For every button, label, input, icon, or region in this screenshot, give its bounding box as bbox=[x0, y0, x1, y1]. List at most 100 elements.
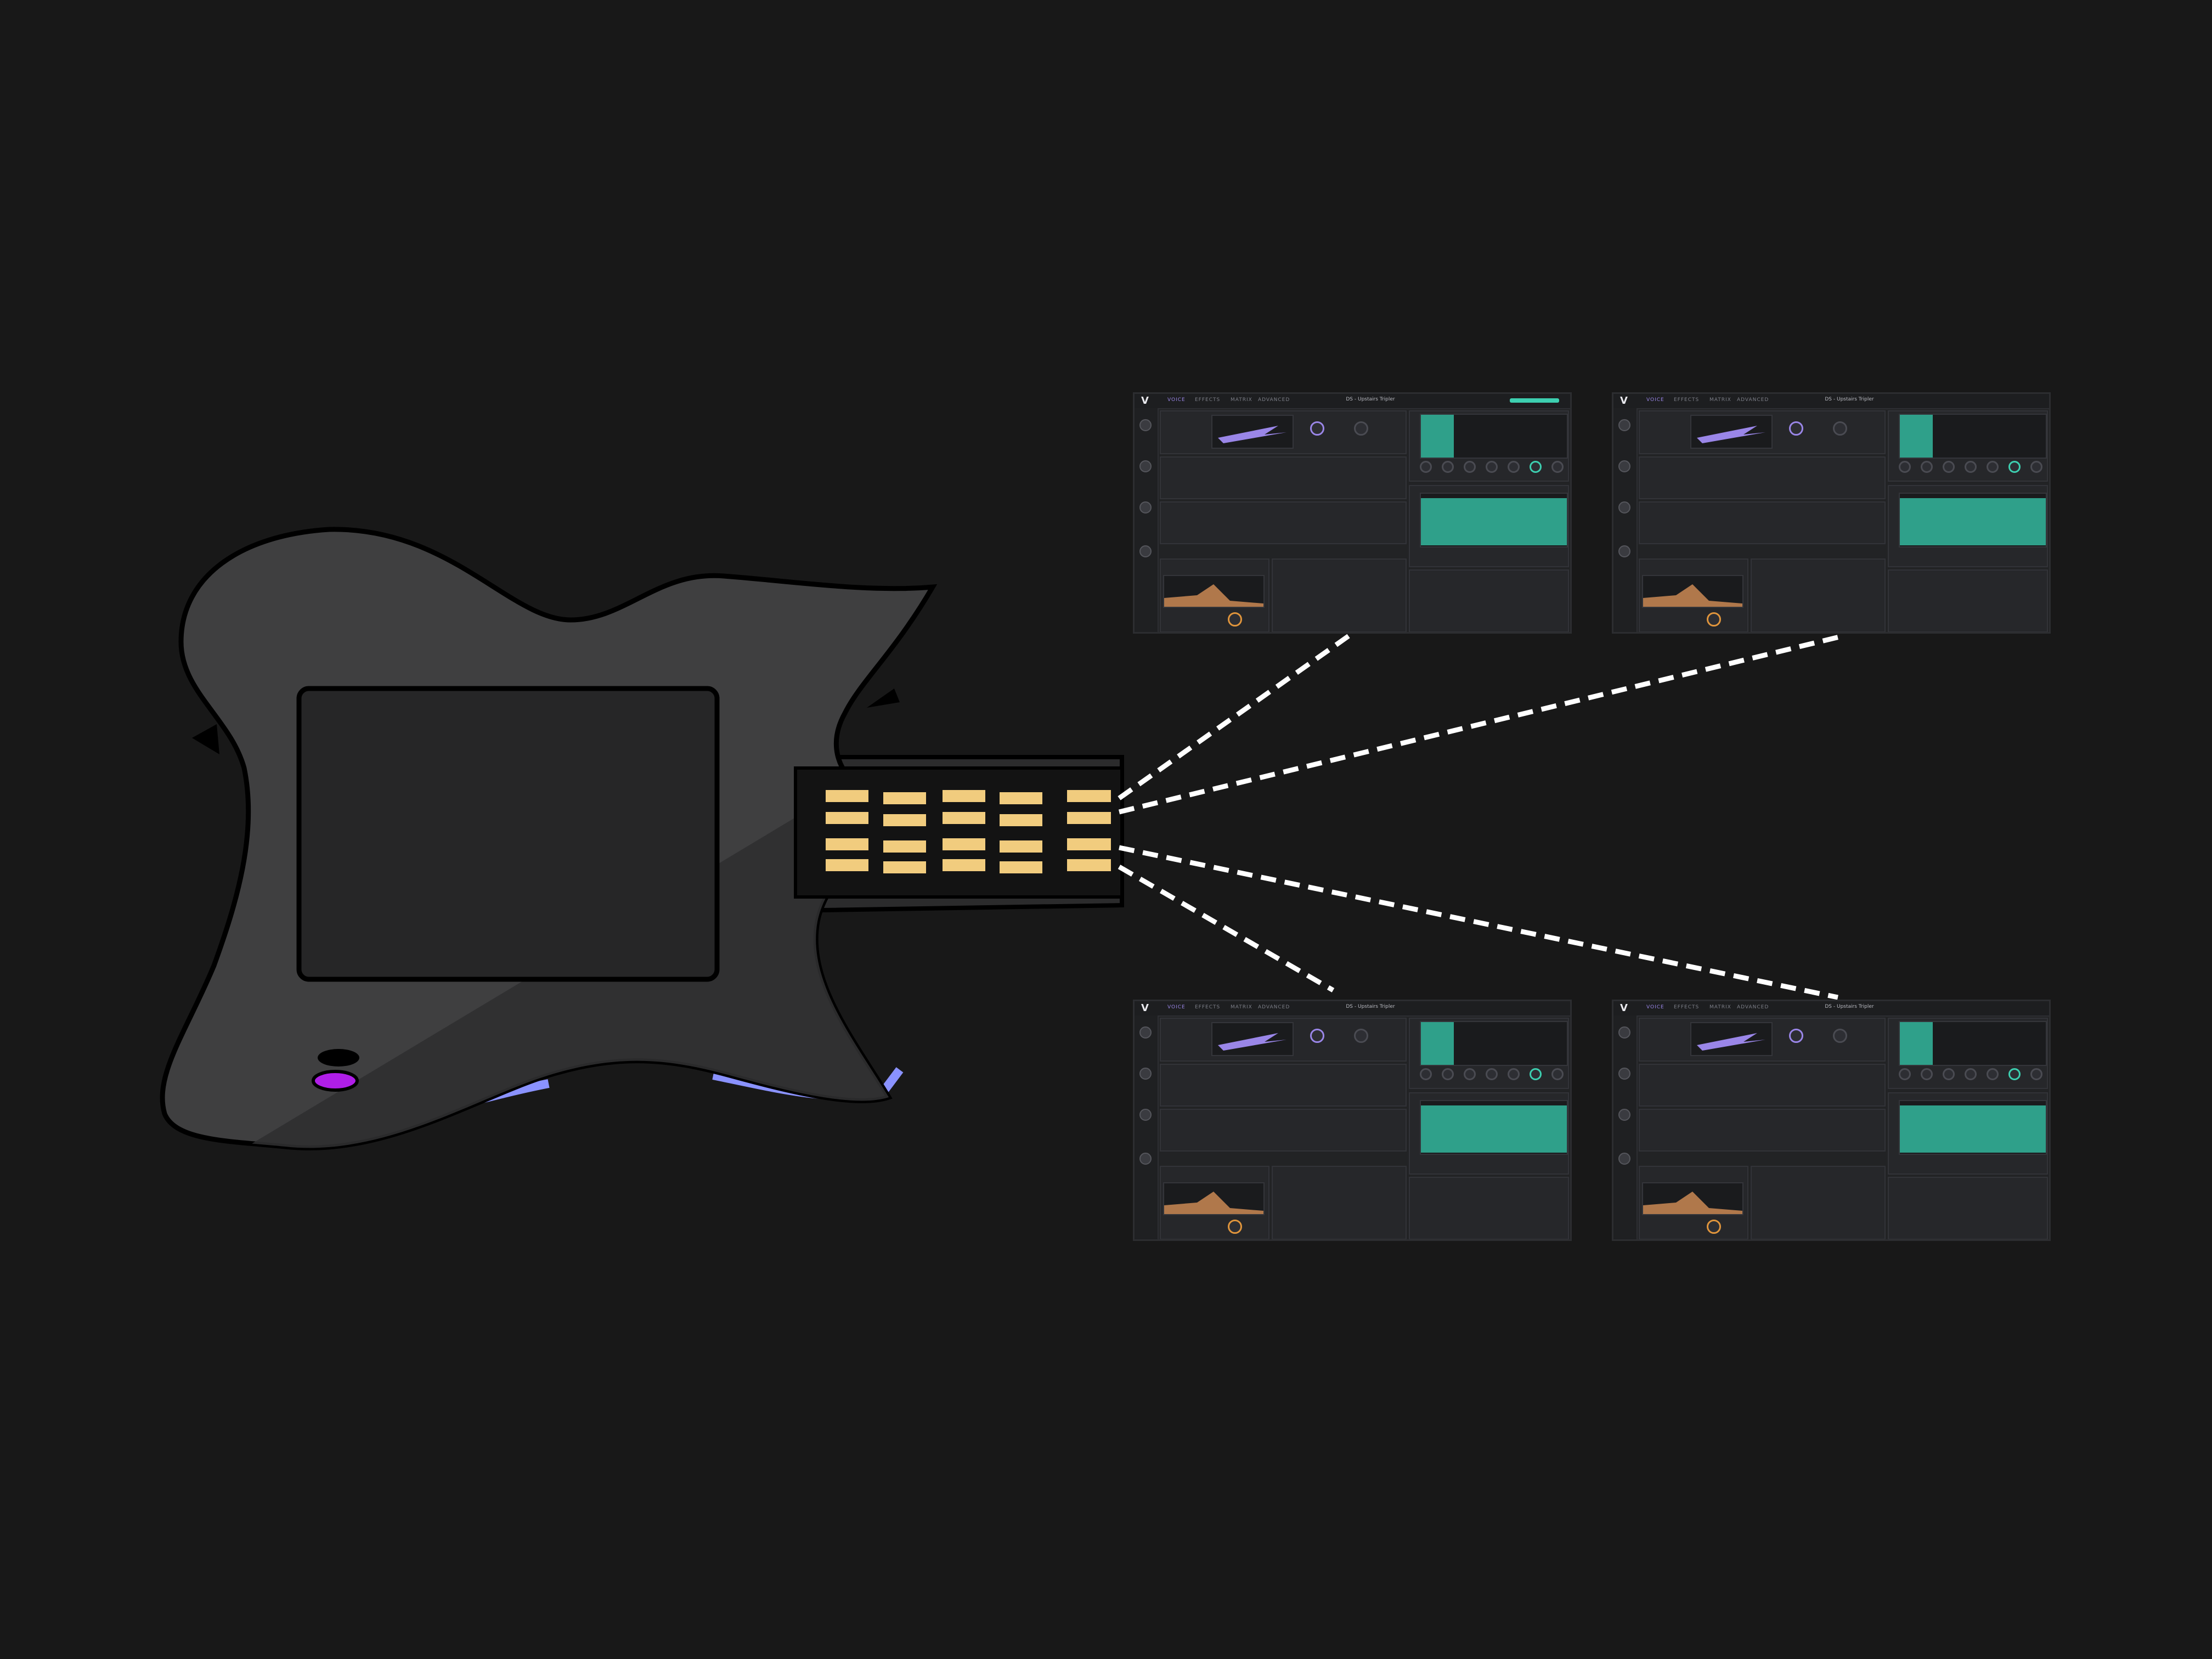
macro-knob[interactable] bbox=[1618, 1109, 1630, 1121]
macro-knob[interactable] bbox=[1139, 1026, 1152, 1039]
envelope-knob[interactable] bbox=[2030, 1068, 2042, 1080]
synth-tab[interactable]: ADVANCED bbox=[1737, 397, 1769, 403]
envelope-knob[interactable] bbox=[1921, 461, 1933, 473]
envelope-knob[interactable] bbox=[1551, 461, 1564, 473]
filter-knob[interactable] bbox=[1707, 1220, 1721, 1234]
synth-tab[interactable]: ADVANCED bbox=[1258, 397, 1290, 403]
envelope-knob[interactable] bbox=[1464, 461, 1476, 473]
envelope-knob[interactable] bbox=[1486, 461, 1498, 473]
envelope-knob[interactable] bbox=[1943, 461, 1955, 473]
fret-key[interactable] bbox=[826, 812, 868, 824]
synth-tab[interactable]: MATRIX bbox=[1709, 1005, 1731, 1010]
envelope-knob[interactable] bbox=[1442, 461, 1454, 473]
osc-knob[interactable] bbox=[1354, 1029, 1368, 1043]
envelope-knob[interactable] bbox=[1943, 1068, 1955, 1080]
envelope-knob[interactable] bbox=[1551, 1068, 1564, 1080]
synth-preset-name[interactable]: DS - Upstairs Tripler bbox=[1825, 1004, 1874, 1009]
fret-key[interactable] bbox=[943, 812, 985, 824]
synth-tab[interactable]: MATRIX bbox=[1231, 1005, 1252, 1010]
fret-key[interactable] bbox=[883, 840, 926, 853]
macro-knob[interactable] bbox=[1139, 460, 1152, 472]
synth-tab[interactable]: EFFECTS bbox=[1195, 397, 1221, 403]
envelope-knob[interactable] bbox=[1420, 1068, 1432, 1080]
macro-knob[interactable] bbox=[1618, 1153, 1630, 1165]
fret-key[interactable] bbox=[1067, 838, 1111, 850]
macro-knob[interactable] bbox=[1139, 501, 1152, 514]
macro-knob[interactable] bbox=[1618, 1068, 1630, 1080]
synth-tab[interactable]: VOICE bbox=[1646, 1005, 1664, 1010]
fret-key[interactable] bbox=[826, 790, 868, 802]
envelope-knob[interactable] bbox=[2030, 461, 2042, 473]
fret-key[interactable] bbox=[1067, 812, 1111, 824]
envelope-knob[interactable] bbox=[1442, 1068, 1454, 1080]
envelope-knob[interactable] bbox=[1899, 461, 1911, 473]
macro-knob[interactable] bbox=[1618, 419, 1630, 431]
osc-knob[interactable] bbox=[1310, 421, 1324, 436]
envelope-knob[interactable] bbox=[1486, 1068, 1498, 1080]
envelope-knob[interactable] bbox=[1464, 1068, 1476, 1080]
envelope-knob[interactable] bbox=[1508, 461, 1520, 473]
synth-tab[interactable]: EFFECTS bbox=[1195, 1005, 1221, 1010]
envelope-knob[interactable] bbox=[1965, 461, 1977, 473]
envelope-knob[interactable] bbox=[1921, 1068, 1933, 1080]
synth-tab[interactable]: MATRIX bbox=[1231, 397, 1252, 403]
filter-knob[interactable] bbox=[1228, 612, 1242, 627]
synth-preset-name[interactable]: DS - Upstairs Tripler bbox=[1346, 397, 1395, 402]
osc-knob[interactable] bbox=[1833, 421, 1847, 436]
fret-key[interactable] bbox=[1067, 859, 1111, 871]
osc-knob[interactable] bbox=[1789, 421, 1803, 436]
synth-tab[interactable]: MATRIX bbox=[1709, 397, 1731, 403]
envelope-knob[interactable] bbox=[1530, 461, 1542, 473]
filter-knob[interactable] bbox=[1228, 1220, 1242, 1234]
envelope-knob[interactable] bbox=[1530, 1068, 1542, 1080]
osc-knob[interactable] bbox=[1833, 1029, 1847, 1043]
envelope-knob[interactable] bbox=[1420, 461, 1432, 473]
synth-preset-name[interactable]: DS - Upstairs Tripler bbox=[1825, 397, 1874, 402]
macro-knob[interactable] bbox=[1139, 1109, 1152, 1121]
synth-tab[interactable]: VOICE bbox=[1646, 397, 1664, 403]
osc-knob[interactable] bbox=[1789, 1029, 1803, 1043]
fret-key[interactable] bbox=[883, 792, 926, 804]
fret-key[interactable] bbox=[826, 859, 868, 871]
synth-tab[interactable]: VOICE bbox=[1167, 397, 1186, 403]
fret-key[interactable] bbox=[826, 838, 868, 850]
fret-key[interactable] bbox=[1000, 840, 1042, 853]
fret-key[interactable] bbox=[943, 790, 985, 802]
envelope-knob[interactable] bbox=[1987, 1068, 1999, 1080]
fret-key[interactable] bbox=[883, 861, 926, 873]
macro-knob[interactable] bbox=[1618, 501, 1630, 514]
synth-tab[interactable]: VOICE bbox=[1167, 1005, 1186, 1010]
envelope-knob[interactable] bbox=[2008, 1068, 2021, 1080]
macro-knob[interactable] bbox=[1139, 1153, 1152, 1165]
synth-tab[interactable]: EFFECTS bbox=[1674, 1005, 1700, 1010]
fret-key[interactable] bbox=[1067, 790, 1111, 802]
fret-key[interactable] bbox=[1000, 814, 1042, 826]
macro-knob[interactable] bbox=[1139, 545, 1152, 557]
macro-knob[interactable] bbox=[1618, 545, 1630, 557]
fret-key[interactable] bbox=[943, 859, 985, 871]
fret-key[interactable] bbox=[1000, 861, 1042, 873]
osc-knob[interactable] bbox=[1354, 421, 1368, 436]
synth-tab[interactable]: ADVANCED bbox=[1258, 1005, 1290, 1010]
fret-key[interactable] bbox=[943, 838, 985, 850]
osc-knob[interactable] bbox=[1310, 1029, 1324, 1043]
envelope-knob[interactable] bbox=[1987, 461, 1999, 473]
fret-key[interactable] bbox=[1000, 792, 1042, 804]
filter-knob[interactable] bbox=[1707, 612, 1721, 627]
envelope-knob[interactable] bbox=[1899, 1068, 1911, 1080]
envelope-knob[interactable] bbox=[1965, 1068, 1977, 1080]
synth-preset-name[interactable]: DS - Upstairs Tripler bbox=[1346, 1004, 1395, 1009]
fret-key[interactable] bbox=[883, 814, 926, 826]
macro-knob[interactable] bbox=[1139, 1068, 1152, 1080]
synth-tab[interactable]: ADVANCED bbox=[1737, 1005, 1769, 1010]
macro-knob[interactable] bbox=[1618, 460, 1630, 472]
synth-tab[interactable]: EFFECTS bbox=[1674, 397, 1700, 403]
macro-knob[interactable] bbox=[1618, 1026, 1630, 1039]
macro-knob[interactable] bbox=[1139, 419, 1152, 431]
envelope-knob[interactable] bbox=[1508, 1068, 1520, 1080]
envelope-knob[interactable] bbox=[2008, 461, 2021, 473]
